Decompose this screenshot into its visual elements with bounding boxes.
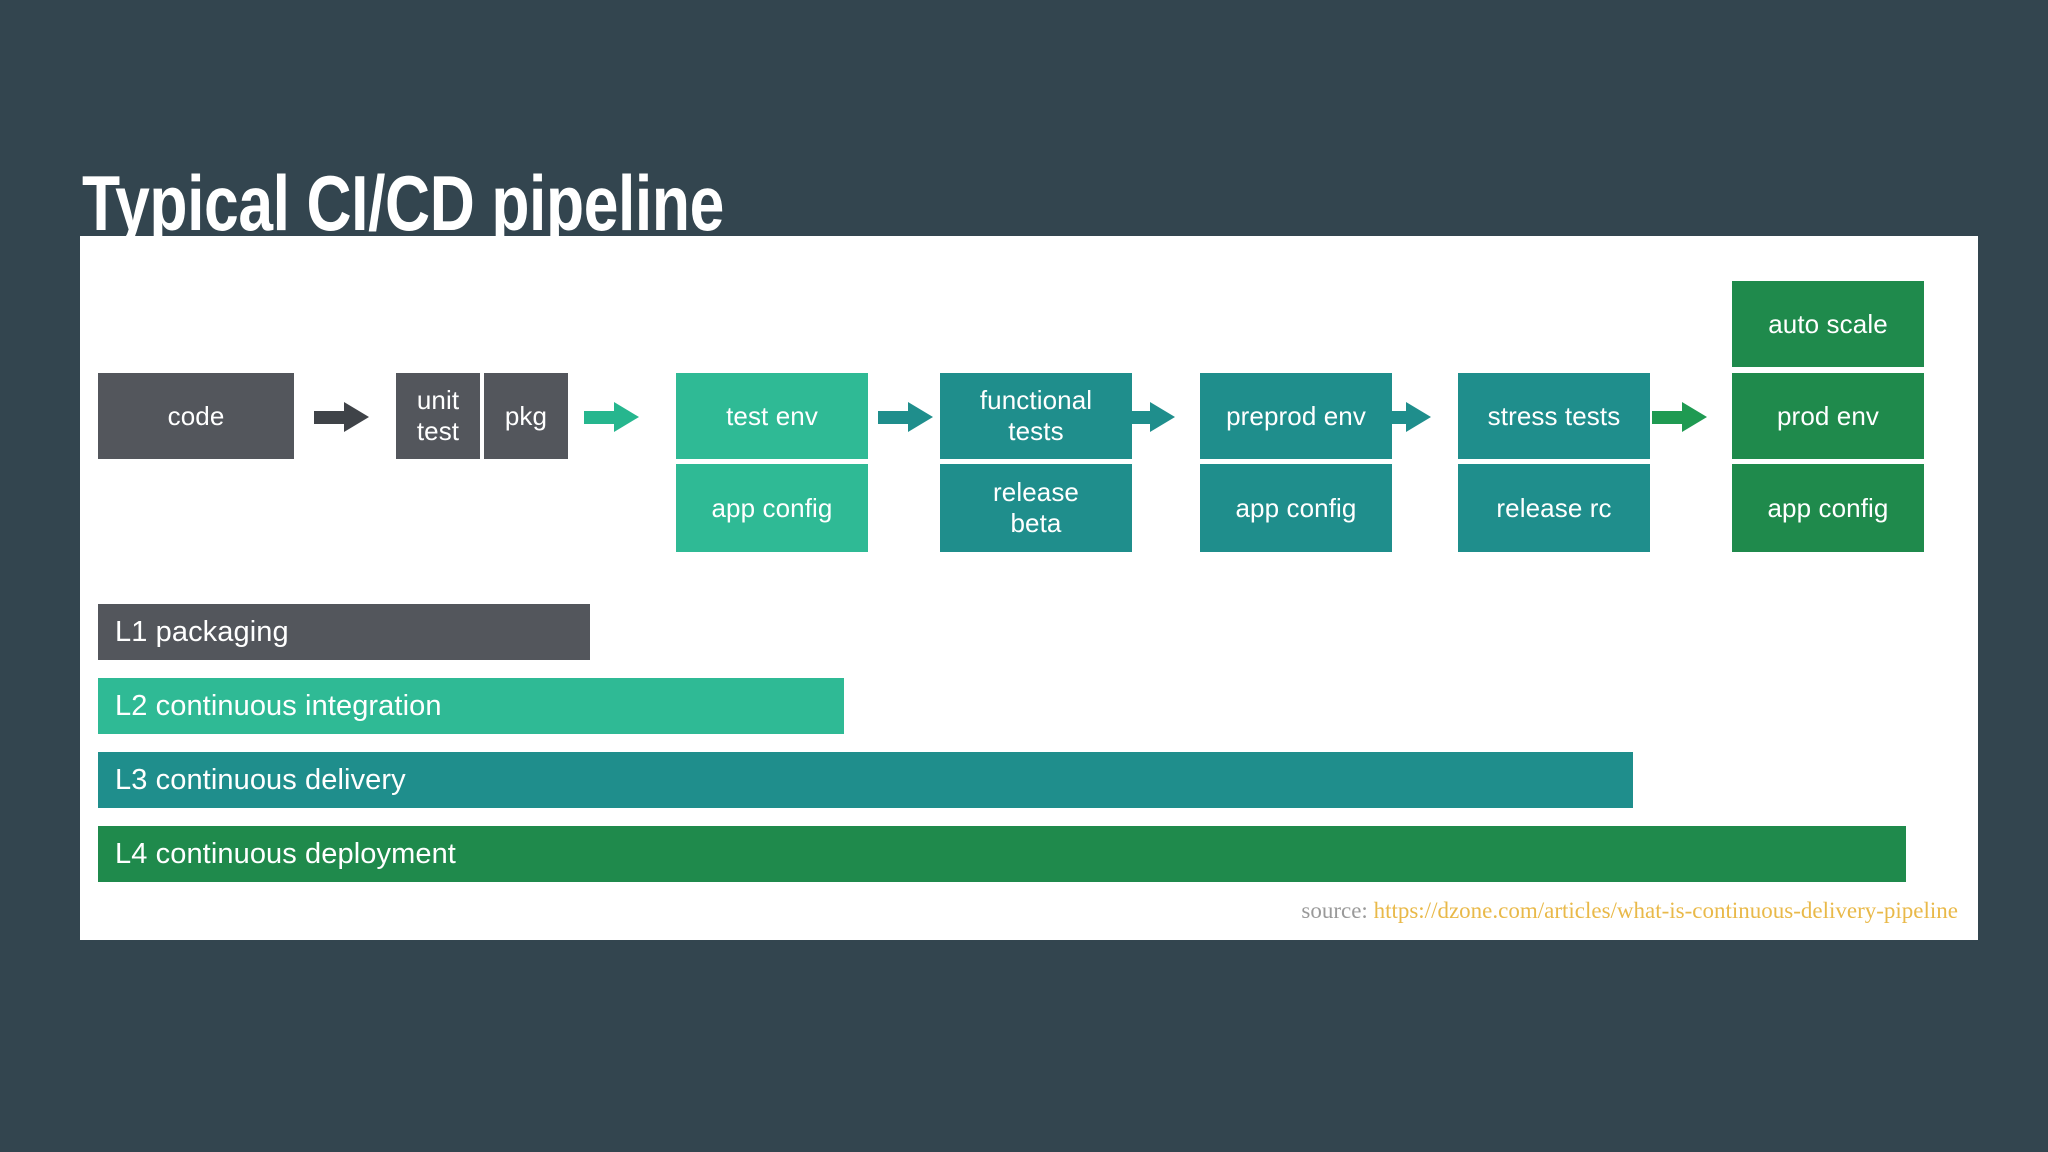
arrow-head: [1150, 402, 1175, 432]
level-bar-l4: L4 continuous deployment: [98, 826, 1906, 882]
pipeline-box-pkg: pkg: [484, 373, 568, 459]
pipeline-box-test-env-1: app config: [676, 464, 868, 552]
arrow-shaft: [1376, 411, 1408, 424]
pipeline-box-test-env-0: test env: [676, 373, 868, 459]
pipeline-box-prod-env-0: auto scale: [1732, 281, 1924, 367]
arrow-head: [1406, 402, 1431, 432]
arrow-shaft: [878, 411, 910, 424]
arrow-shaft: [584, 411, 616, 424]
arrow-preprod-to-stress-icon: [1376, 402, 1431, 432]
arrow-head: [1682, 402, 1707, 432]
pipeline-box-stress-tests-1: release rc: [1458, 464, 1650, 552]
arrow-shaft: [1120, 411, 1152, 424]
arrow-head: [614, 402, 639, 432]
pipeline-box-preprod-env-0: preprod env: [1200, 373, 1392, 459]
arrow-stress-to-prod-icon: [1652, 402, 1707, 432]
source-credit: source: https://dzone.com/articles/what-…: [1301, 898, 1958, 924]
pipeline-box-prod-env-1: prod env: [1732, 373, 1924, 459]
pipeline-box-stress-tests-0: stress tests: [1458, 373, 1650, 459]
pipeline-box-prod-env-2: app config: [1732, 464, 1924, 552]
arrow-head: [344, 402, 369, 432]
arrow-shaft: [1652, 411, 1684, 424]
arrow-code-to-unit-icon: [314, 402, 369, 432]
level-bar-l3: L3 continuous delivery: [98, 752, 1633, 808]
source-url-link[interactable]: https://dzone.com/articles/what-is-conti…: [1373, 898, 1958, 923]
pipeline-box-preprod-env-1: app config: [1200, 464, 1392, 552]
level-bar-l2: L2 continuous integration: [98, 678, 844, 734]
arrow-shaft: [314, 411, 346, 424]
level-bar-l1: L1 packaging: [98, 604, 590, 660]
source-label: source:: [1301, 898, 1368, 923]
page-title: Typical CI/CD pipeline: [82, 159, 724, 248]
arrow-pkg-to-testenv-icon: [584, 402, 639, 432]
arrow-testenv-to-func-icon: [878, 402, 933, 432]
arrow-head: [908, 402, 933, 432]
pipeline-box-code: code: [98, 373, 294, 459]
arrow-func-to-preprod-icon: [1120, 402, 1175, 432]
